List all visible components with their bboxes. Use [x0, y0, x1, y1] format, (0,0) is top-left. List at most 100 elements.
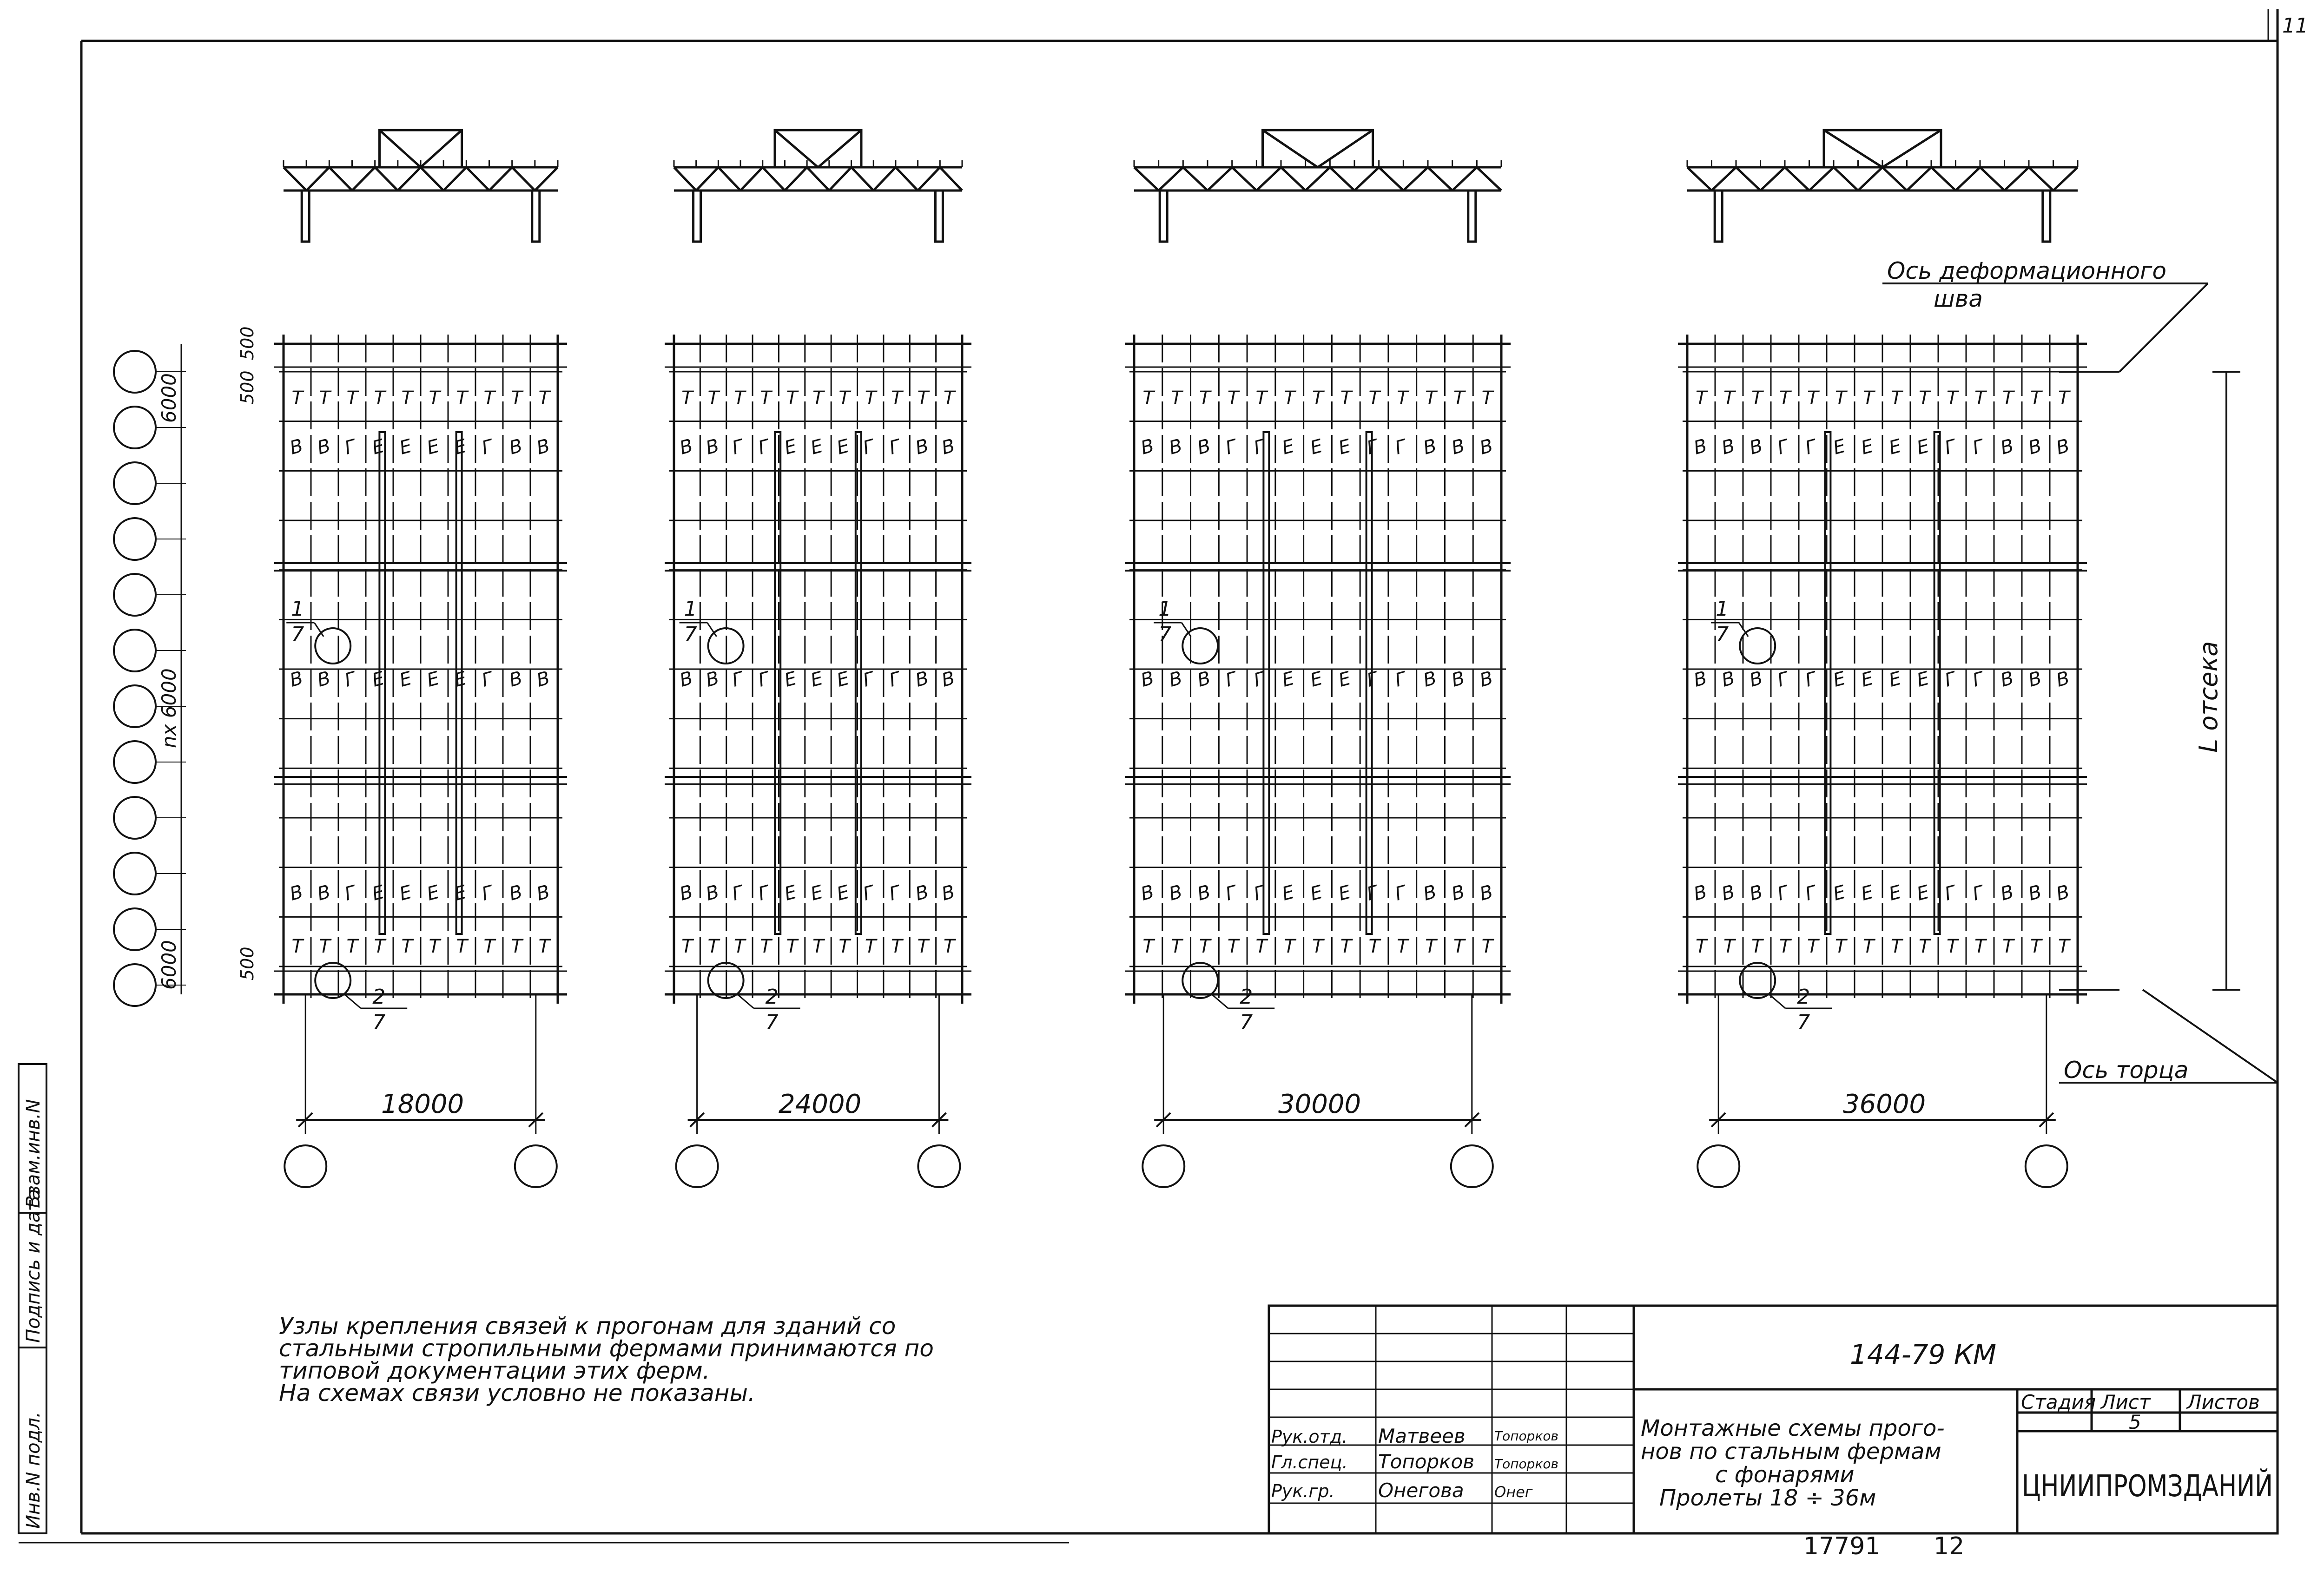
purlin-type-label: Т — [891, 936, 904, 957]
purlin-type-label: В — [1167, 667, 1184, 691]
purlin-type-label: Г — [1252, 435, 1268, 459]
purlin-type-label: Г — [756, 881, 772, 905]
purlin-type-label: Т — [865, 936, 878, 957]
purlin-type-label: Т — [760, 936, 773, 957]
purlin-type-label: Е — [1915, 435, 1932, 459]
staff-signature-3: Онег — [1494, 1483, 1533, 1501]
purlin-type-label: В — [535, 667, 552, 691]
purlin-type-label: Е — [808, 881, 825, 905]
purlin-type-label: В — [1138, 881, 1156, 905]
purlin-type-label: В — [1138, 667, 1156, 691]
purlin-type-label: Т — [1482, 936, 1495, 957]
purlin-type-label: Е — [1831, 435, 1848, 459]
purlin-type-label: Г — [730, 435, 746, 459]
purlin-type-label: В — [535, 435, 552, 459]
purlin-type-label: Г — [1970, 435, 1987, 459]
purlin-type-label: Т — [1369, 936, 1382, 957]
row-axis-circle — [113, 629, 157, 672]
purlin-type-label: Г — [1803, 435, 1820, 459]
purlin-type-label: Т — [1863, 388, 1876, 409]
purlin-type-label: Т — [2002, 388, 2015, 409]
purlin-type-label: Т — [1340, 936, 1353, 957]
purlin-type-label: В — [315, 881, 333, 905]
purlin-type-label: Т — [1947, 388, 1960, 409]
purlin-type-label: В — [2026, 881, 2044, 905]
purlin-type-label: Т — [2058, 936, 2071, 957]
purlin-scheme: ВВВТТВВВТТВВВТТГГГТТГГГТТЕЕЕТТЕЕЕТТЕЕЕТТ… — [1125, 129, 1511, 1188]
purlin-type-label: Г — [1393, 668, 1409, 691]
title-line-1: Монтажные схемы прого- — [1641, 1415, 1945, 1441]
purlin-type-label: Г — [887, 668, 904, 691]
purlin-type-label: В — [677, 881, 695, 905]
purlin-type-label: В — [939, 667, 957, 691]
purlin-type-label: Г — [861, 881, 878, 905]
dim-top-edge: 500 — [237, 326, 257, 360]
sheet-corner-number: 11 — [2282, 14, 2308, 38]
expansion-joint-axis-label: Ось деформационного — [1887, 257, 2166, 284]
purlin-type-label: Т — [812, 936, 825, 957]
column-axis-circle — [514, 1144, 558, 1188]
purlin-type-label: Г — [480, 668, 496, 691]
node-callout-text: 2 — [372, 985, 385, 1009]
purlin-type-label: Е — [1887, 435, 1904, 459]
purlin-type-label: Г — [1775, 668, 1792, 691]
purlin-type-label: Т — [1369, 388, 1382, 409]
purlin-type-label: Е — [1915, 881, 1932, 905]
purlin-schemes: ВВВТТВВВТТГГГТТЕЕЕТТЕЕЕТТЕЕЕТТЕЕЕТТГГГТТ… — [274, 129, 2087, 1188]
row-axis-markers — [113, 350, 186, 1007]
purlin-type-label: В — [315, 667, 333, 691]
purlin-type-label: Г — [343, 668, 359, 691]
purlin-type-label: В — [1691, 667, 1709, 691]
purlin-type-label: Т — [319, 388, 332, 409]
staff-role-3: Рук.гр. — [1271, 1481, 1335, 1501]
purlin-type-label: Т — [456, 388, 469, 409]
purlin-type-label: Т — [1425, 388, 1438, 409]
organization-name: ЦНИИПРОМЗДАНИЙ — [2022, 1468, 2273, 1504]
node-callout-text: 2 — [1240, 985, 1253, 1009]
purlin-type-label: В — [1138, 435, 1156, 459]
purlin-type-label: Т — [891, 388, 904, 409]
purlin-type-label: Е — [1859, 435, 1876, 459]
purlin-type-label: Т — [1397, 936, 1410, 957]
purlin-type-label: Т — [917, 936, 930, 957]
purlin-type-label: Е — [452, 668, 469, 691]
purlin-type-label: Т — [1199, 936, 1212, 957]
purlin-type-label: Т — [1312, 388, 1325, 409]
purlin-type-label: Г — [756, 668, 772, 691]
purlin-type-label: Г — [730, 668, 746, 691]
column-axis-circle — [1142, 1144, 1186, 1188]
purlin-type-label: В — [288, 667, 305, 691]
purlin-type-label: Т — [2030, 388, 2043, 409]
purlin-type-label: Т — [2030, 936, 2043, 957]
purlin-type-label: Т — [865, 388, 878, 409]
dim-middle-bays: nх 6000 — [158, 668, 180, 748]
purlin-type-label: Т — [484, 936, 497, 957]
purlin-type-label: Т — [1142, 936, 1155, 957]
purlin-type-label: Т — [2058, 388, 2071, 409]
purlin-type-label: Г — [887, 881, 904, 905]
purlin-type-label: В — [507, 667, 525, 691]
purlin-type-label: В — [1449, 667, 1467, 691]
purlin-type-label: Т — [429, 936, 442, 957]
sheets-header: Листов — [2186, 1391, 2260, 1413]
title-block — [1268, 1304, 2279, 1535]
purlin-type-label: Г — [1803, 881, 1820, 905]
node-callout-text: 7 — [684, 623, 697, 646]
purlin-type-label: Т — [708, 388, 721, 409]
purlin-type-label: В — [288, 881, 305, 905]
purlin-type-label: Е — [1336, 435, 1353, 459]
purlin-type-label: Т — [681, 388, 694, 409]
purlin-type-label: Г — [480, 881, 496, 905]
node-callout-text: 7 — [1716, 623, 1729, 646]
purlin-type-label: Е — [782, 668, 799, 691]
purlin-type-label: Т — [681, 936, 694, 957]
purlin-plan — [665, 335, 971, 1004]
purlin-type-label: Т — [1723, 388, 1736, 409]
purlin-type-label: Т — [429, 388, 442, 409]
purlin-type-label: Т — [292, 388, 305, 409]
purlin-type-label: Е — [1831, 668, 1848, 691]
purlin-type-label: В — [1421, 435, 1439, 459]
purlin-type-label: Г — [861, 668, 878, 691]
purlin-type-label: Г — [1970, 881, 1987, 905]
row-axis-circle — [113, 684, 157, 728]
